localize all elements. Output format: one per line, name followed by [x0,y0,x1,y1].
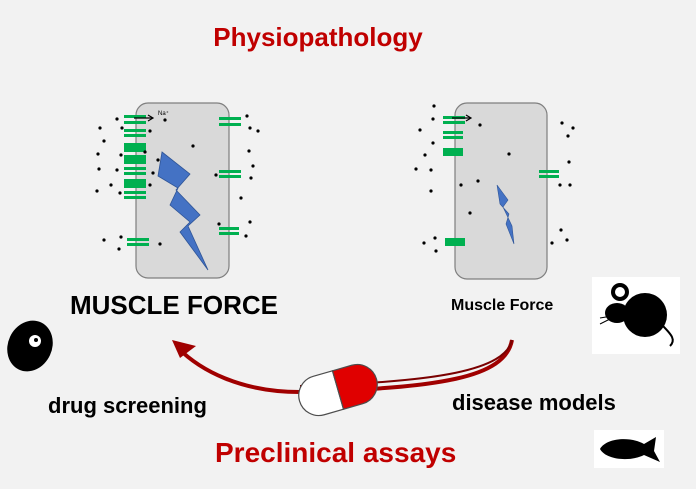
preclinical-title: Preclinical assays [215,437,457,468]
diagram-title: Physiopathology [213,22,423,52]
right-membrane-channels [219,117,241,235]
drug-screening-label: drug screening [48,393,207,418]
ion-dots-disease [414,104,575,253]
left-membrane-channels [124,115,149,246]
disease-force-label: Muscle Force [451,297,554,314]
force-bolt-large [157,151,209,271]
zebrafish-icon [594,430,664,468]
ion-arrow-disease [452,114,473,122]
disease-models-label: disease models [452,390,616,415]
pill-capsule-icon [298,363,378,417]
disease-muscle-cell [414,102,575,280]
force-bolt-small [496,184,515,245]
ion-dots-healthy [95,114,260,251]
ion-arrow [134,114,155,122]
healthy-muscle-cell: Na⁺ [95,102,260,279]
cell-disc-icon [7,320,53,372]
mouse-icon [592,277,680,354]
ion-label: Na⁺ [158,110,169,117]
healthy-force-label: MUSCLE FORCE [70,290,278,320]
disease-right-channels [539,170,559,178]
